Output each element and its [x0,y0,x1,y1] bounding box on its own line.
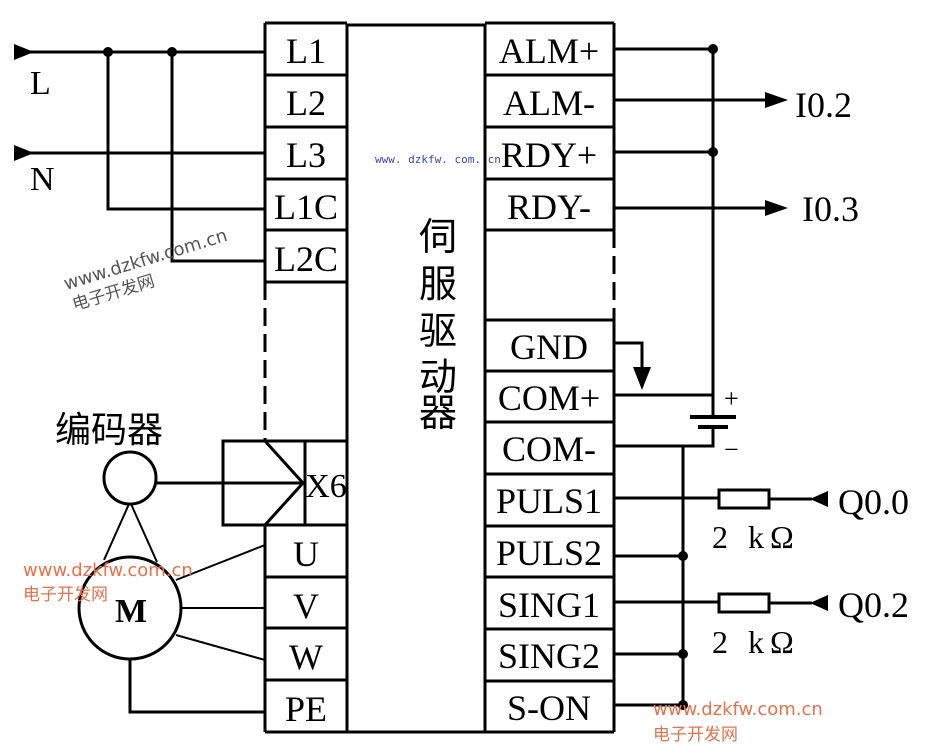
encoder-motor: 编码器 M [55,410,303,714]
right-terminal-strip: ALM+ ALM- RDY+ RDY- GND COM+ COM- PULS1 … [483,21,616,734]
i03-arrow-icon [765,200,788,216]
watermark-orange-name-2: 电子开发网 [653,725,738,745]
terminal-l2: L2 [286,83,326,123]
terminal-gnd: GND [510,327,588,367]
terminal-w: W [289,637,323,677]
terminal-sing2: SING2 [498,636,600,676]
left-terminal-strip: L1 L2 L3 L1C L2C [263,21,347,440]
plc-output-q00: Q0.0 [838,482,909,522]
watermark-orange-url-1: www.dzkfw.com.cn [23,560,193,581]
terminal-sing1: SING1 [498,585,600,625]
terminal-rdy-plus: RDY+ [501,135,597,175]
battery-minus: − [724,435,739,464]
encoder-symbol [102,450,158,506]
encoder-connector: X6 [221,439,349,527]
resistor-1-value: 2 kΩ [712,519,800,555]
terminal-l3: L3 [286,135,326,175]
terminal-v: V [293,586,319,626]
title-char-4: 动 [419,355,457,399]
resistor-2-value: 2 kΩ [712,624,800,660]
title-char-5: 器 [419,391,457,435]
q00-arrow-icon [810,491,828,507]
io-wiring: I0.2 I0.3 + − Q0.0 2 kΩ Q0.2 2 kΩ [614,44,909,710]
plc-output-q02: Q0.2 [838,585,909,625]
gnd-arrow-icon [633,367,651,390]
q02-arrow-icon [810,595,828,611]
motor-terminal-strip: U V W PE [263,525,347,734]
watermark-orange-url-2: www.dzkfw.com.cn [653,699,823,720]
terminal-u: U [293,534,319,574]
terminal-puls2: PULS2 [496,533,602,573]
watermark-center: www. dzkfw. com. cn [375,153,501,166]
resistor-2 [717,592,771,614]
driver-title: 伺 服 驱 动 器 [419,215,457,435]
title-char-2: 服 [419,262,457,306]
i02-arrow-icon [765,92,788,108]
terminal-l1: L1 [286,31,326,71]
terminal-com-minus: COM- [502,429,596,469]
terminal-com-plus: COM+ [498,378,600,418]
terminal-l2c: L2C [274,239,338,279]
power-wiring: L N [14,44,265,263]
plc-input-i02: I0.2 [795,85,852,125]
l-label: L [30,65,51,102]
encoder-label: 编码器 [55,410,163,451]
title-char-3: 驱 [419,309,457,353]
connector-x6-label: X6 [305,468,347,505]
terminal-alm-plus: ALM+ [499,31,599,71]
battery-plus: + [724,384,739,413]
terminal-s-on: S-ON [507,688,591,728]
terminal-alm-minus: ALM- [503,83,595,123]
plc-input-i03: I0.3 [802,189,859,229]
driver-body [345,23,487,734]
watermark-orange-name-1: 电子开发网 [23,585,108,605]
motor-label: M [115,593,147,630]
n-label: N [30,161,55,198]
terminal-l1c: L1C [274,187,338,227]
terminal-puls1: PULS1 [496,481,602,521]
terminal-rdy-minus: RDY- [507,187,591,227]
resistor-1 [717,488,771,510]
terminal-pe: PE [285,689,327,729]
title-char-1: 伺 [419,215,457,259]
